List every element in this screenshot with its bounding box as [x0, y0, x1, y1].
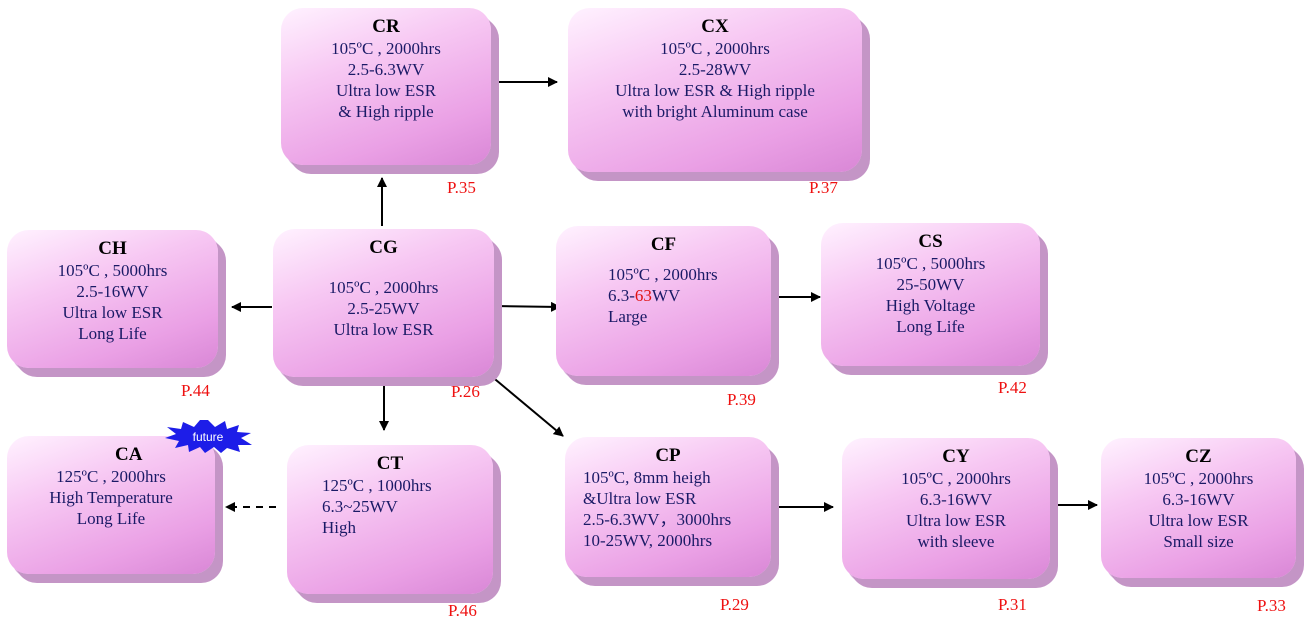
node-cy: CY 105ºC , 2000hrs 6.3-16WV Ultra low ES…: [842, 438, 1050, 579]
node-cp: CP 105ºC, 8mm heigh &Ultra low ESR 2.5-6…: [565, 437, 771, 577]
node-cf-line-2-highlight: 63: [634, 286, 652, 305]
node-cz-page: P.33: [1257, 596, 1286, 615]
node-cz-line-2: 6.3-16WV: [1162, 490, 1235, 509]
node-cs-line-3: High Voltage: [885, 296, 976, 315]
node-ch-line-3: Ultra low ESR: [62, 303, 163, 322]
node-cs-line-1: 105ºC , 5000hrs: [875, 254, 986, 273]
node-ca-line-1: 125ºC , 2000hrs: [56, 467, 166, 486]
node-cf: CF 105ºC , 2000hrs 6.3-63WV Large: [556, 226, 771, 376]
node-ch-line-2: 2.5-16WV: [76, 282, 149, 301]
node-cp-line-1: 105ºC, 8mm heigh: [583, 468, 711, 487]
node-cf-page: P.39: [727, 390, 756, 409]
node-cr-line-1: 105ºC , 2000hrs: [331, 39, 441, 58]
node-cy-line-2: 6.3-16WV: [919, 490, 993, 509]
node-cx-line-1: 105ºC , 2000hrs: [660, 39, 770, 58]
node-cs-line-4: Long Life: [896, 317, 965, 336]
node-cg-line-2: 2.5-25WV: [347, 299, 420, 318]
node-cp-title: CP: [655, 445, 681, 466]
node-cf-line-3: Large: [608, 307, 648, 326]
node-cs-page: P.42: [998, 378, 1027, 397]
node-cr-line-2: 2.5-6.3WV: [347, 60, 425, 79]
future-starburst-icon: future: [165, 420, 252, 453]
node-cg: CG 105ºC , 2000hrs 2.5-25WV Ultra low ES…: [273, 229, 494, 377]
node-cp-line-3: 2.5-6.3WV，3000hrs: [583, 510, 732, 529]
node-cr-title: CR: [372, 16, 400, 37]
node-ca-badge-label: future: [193, 430, 224, 444]
node-cy-line-1: 105ºC , 2000hrs: [901, 469, 1011, 488]
node-ca-title: CA: [115, 444, 143, 465]
node-cz-line-1: 105ºC , 2000hrs: [1143, 469, 1254, 488]
node-ch: CH 105ºC , 5000hrs 2.5-16WV Ultra low ES…: [7, 230, 218, 368]
node-cz: CZ 105ºC , 2000hrs 6.3-16WV Ultra low ES…: [1101, 438, 1296, 578]
node-cf-line-2-suffix: WV: [651, 286, 681, 305]
node-cp-line-4: 10-25WV, 2000hrs: [583, 531, 713, 550]
node-ct: CT 125ºC , 1000hrs 6.3~25WV High: [287, 445, 493, 594]
arrow-cg-to-cf: [493, 301, 561, 312]
node-cr-line-4: & High ripple: [338, 102, 434, 121]
arrow-cg-to-cp: [489, 374, 564, 437]
node-ca: CA 125ºC , 2000hrs High Temperature Long…: [7, 436, 215, 574]
node-cy-line-4: with sleeve: [917, 532, 995, 551]
node-cp-page: P.29: [720, 595, 749, 614]
node-cz-line-3: Ultra low ESR: [1148, 511, 1249, 530]
node-cf-line-2: 6.3-63WV: [608, 285, 771, 306]
node-cr: CR 105ºC , 2000hrs 2.5-6.3WV Ultra low E…: [281, 8, 491, 165]
node-cp-line-2: &Ultra low ESR: [583, 489, 697, 508]
node-cz-title: CZ: [1185, 446, 1212, 467]
node-cg-page: P.26: [451, 382, 480, 401]
node-cx: CX 105ºC , 2000hrs 2.5-28WV Ultra low ES…: [568, 8, 862, 172]
node-cg-line-3: Ultra low ESR: [333, 320, 434, 339]
node-cx-line-2: 2.5-28WV: [678, 60, 752, 79]
node-ch-title: CH: [98, 238, 127, 259]
node-cf-title: CF: [650, 234, 677, 255]
node-ch-line-4: Long Life: [78, 324, 147, 343]
node-ch-line-1: 105ºC , 5000hrs: [57, 261, 168, 280]
node-cs: CS 105ºC , 5000hrs 25-50WV High Voltage …: [821, 223, 1040, 366]
node-ct-line-2: 6.3~25WV: [322, 497, 398, 516]
node-cs-title: CS: [918, 231, 943, 252]
node-cy-line-3: Ultra low ESR: [905, 511, 1007, 530]
node-cr-page: P.35: [447, 178, 476, 197]
node-ca-line-2: High Temperature: [49, 488, 173, 507]
node-cs-line-2: 25-50WV: [896, 275, 965, 294]
node-cg-title: CG: [369, 237, 398, 258]
node-cy-title: CY: [942, 446, 970, 467]
node-ch-page: P.44: [181, 381, 210, 400]
node-cx-line-4: with bright Aluminum case: [622, 102, 808, 121]
node-cf-line-2-prefix: 6.3-: [608, 286, 635, 305]
node-cf-line-1: 105ºC , 2000hrs: [608, 265, 718, 284]
node-cx-title: CX: [701, 16, 729, 37]
node-cy-page: P.31: [998, 595, 1027, 614]
node-cg-line-1: 105ºC , 2000hrs: [328, 278, 439, 297]
node-cx-page: P.37: [809, 178, 838, 197]
node-ct-page: P.46: [448, 601, 477, 620]
node-cz-line-4: Small size: [1163, 532, 1234, 551]
node-cx-line-3: Ultra low ESR & High ripple: [615, 81, 815, 100]
node-ct-title: CT: [376, 453, 404, 474]
node-cr-line-3: Ultra low ESR: [335, 81, 437, 100]
node-ct-line-3: High: [322, 518, 356, 537]
node-ct-line-1: 125ºC , 1000hrs: [322, 476, 432, 495]
node-ca-line-3: Long Life: [76, 509, 146, 528]
